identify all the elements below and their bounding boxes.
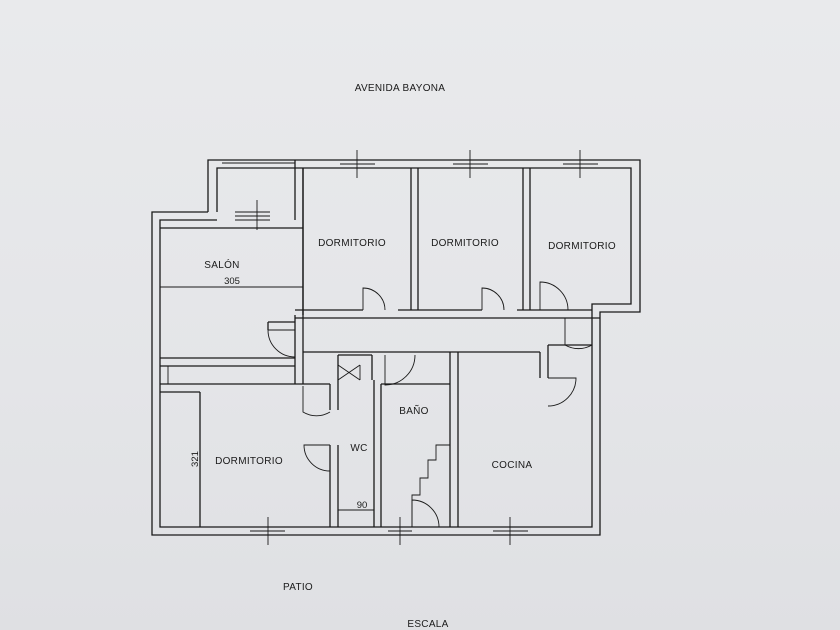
windows xyxy=(235,150,601,545)
outer-walls xyxy=(151,159,641,536)
balcony xyxy=(217,159,304,315)
outside-escala: ESCALA xyxy=(407,619,448,630)
street-label: AVENIDA BAYONA xyxy=(355,83,446,94)
window-3 xyxy=(563,150,598,178)
room-dormitorio-2: DORMITORIO xyxy=(431,238,499,249)
room-dormitorio-3: DORMITORIO xyxy=(548,241,616,252)
dim-salon-width: 305 xyxy=(224,276,240,287)
window-2 xyxy=(453,150,488,178)
labels: AVENIDA BAYONA DORMITORIO DORMITORIO DOR… xyxy=(190,83,616,630)
room-salon: SALÓN xyxy=(204,258,239,271)
dim-wc-width: 90 xyxy=(357,500,368,511)
room-cocina: COCINA xyxy=(492,460,533,471)
window-1 xyxy=(340,150,375,178)
room-bano: BAÑO xyxy=(399,404,429,417)
window-salon xyxy=(235,200,270,230)
room-dormitorio-4: DORMITORIO xyxy=(215,456,283,467)
room-dormitorio-1: DORMITORIO xyxy=(318,238,386,249)
doors xyxy=(267,281,593,528)
window-bottom-1 xyxy=(250,517,285,545)
window-bottom-3 xyxy=(493,517,528,545)
window-right xyxy=(591,322,601,352)
room-wc: WC xyxy=(350,443,367,454)
interior-walls xyxy=(160,168,600,527)
dim-dormitorio-height: 321 xyxy=(190,451,201,467)
window-bottom-2 xyxy=(388,517,412,545)
outside-patio: PATIO xyxy=(283,582,313,593)
